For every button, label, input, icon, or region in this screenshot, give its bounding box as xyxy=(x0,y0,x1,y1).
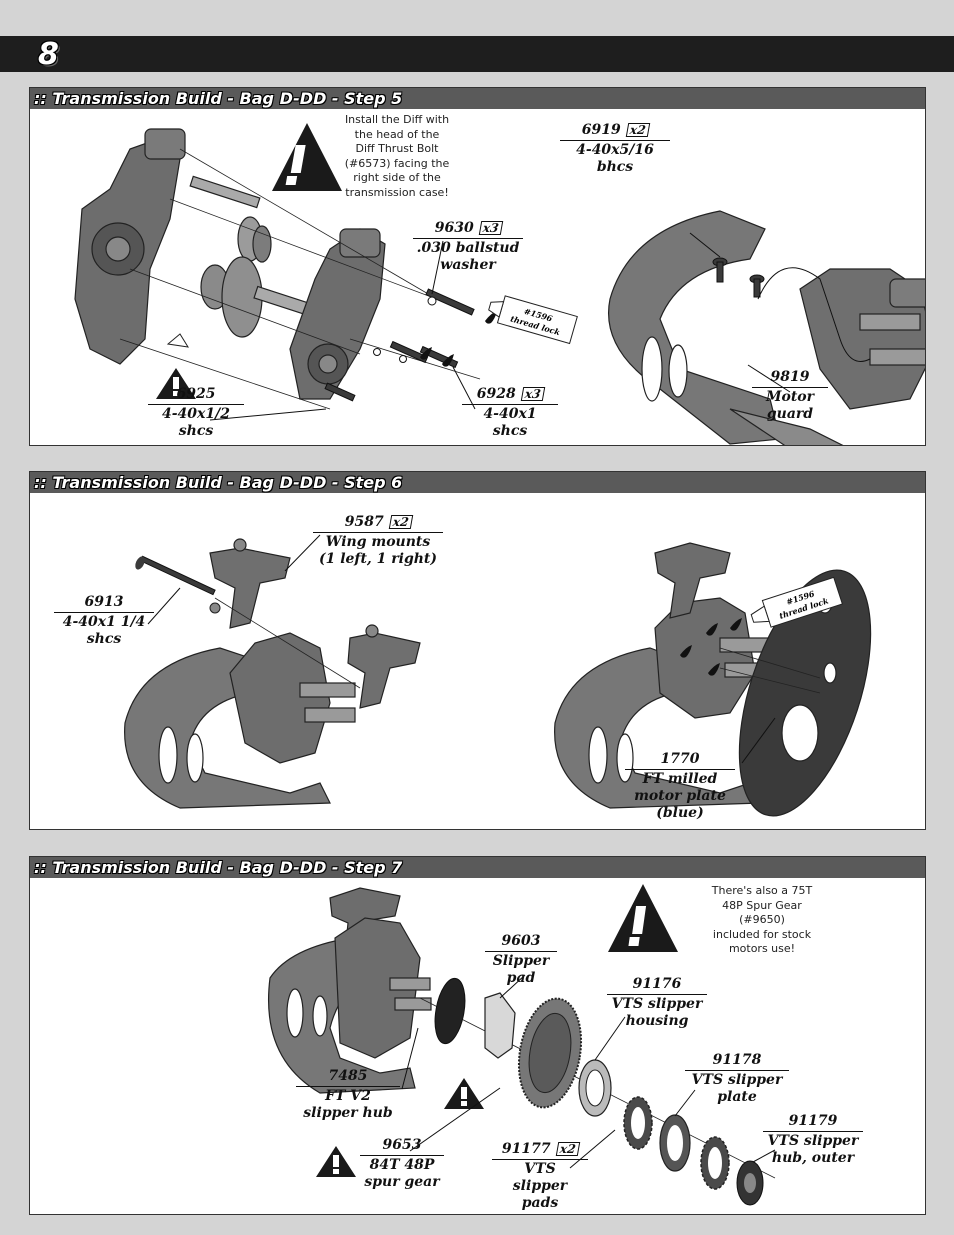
warning-icon xyxy=(156,368,196,399)
step-5-header: :: Transmission Build - Bag D-DD - Step … xyxy=(30,88,925,109)
step-7-illustration xyxy=(268,884,776,1206)
step-6-title: :: Transmission Build - Bag D-DD - Step … xyxy=(34,473,403,492)
warning-icon xyxy=(316,1146,356,1177)
step-6-panel: :: Transmission Build - Bag D-DD - Step … xyxy=(29,471,926,830)
step-5-title: :: Transmission Build - Bag D-DD - Step … xyxy=(34,89,403,108)
page-number: 8 xyxy=(38,37,60,72)
step-5-note: Install the Diff with the head of the Di… xyxy=(344,113,450,199)
step-5-panel: :: Transmission Build - Bag D-DD - Step … xyxy=(29,87,926,446)
warning-icon xyxy=(444,1078,484,1109)
step-7-title: :: Transmission Build - Bag D-DD - Step … xyxy=(34,858,403,877)
warning-icon xyxy=(608,884,678,952)
step-7-panel: :: Transmission Build - Bag D-DD - Step … xyxy=(29,856,926,1215)
page-header-bar xyxy=(0,36,954,72)
step-6-header: :: Transmission Build - Bag D-DD - Step … xyxy=(30,472,925,493)
step-7-note: There's also a 75T 48P Spur Gear (#9650)… xyxy=(711,884,813,955)
warning-icon xyxy=(272,123,342,191)
step-7-header: :: Transmission Build - Bag D-DD - Step … xyxy=(30,857,925,878)
step-6-illustration: #1596 thread lock xyxy=(124,534,872,817)
step-5-illustration: #1596 thread lock xyxy=(74,123,925,445)
